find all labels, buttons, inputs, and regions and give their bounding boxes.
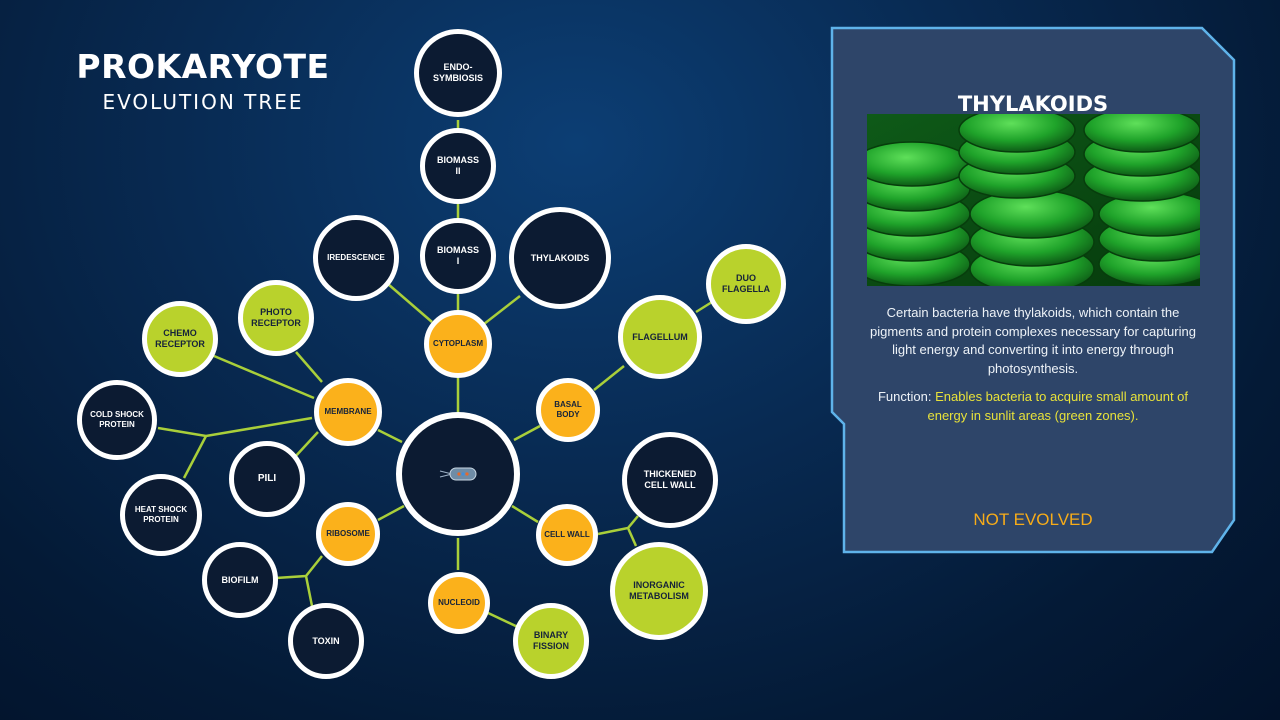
node-label: BIOFILM <box>221 574 259 585</box>
evolution-status: NOT EVOLVED <box>973 510 1093 529</box>
node-label: TOXIN <box>312 635 340 646</box>
node-label: THICKENED CELL WALL <box>643 469 697 490</box>
node-endosymbiosis[interactable]: ENDO- SYMBIOSIS <box>414 29 502 117</box>
node-binary-fission[interactable]: BINARY FISSION <box>513 603 589 679</box>
thylakoid-stack-illustration <box>867 114 1200 286</box>
node-label: BIOMASS I <box>436 245 479 266</box>
function-label: Function: <box>877 389 932 404</box>
node-label: RIBOSOME <box>326 529 370 539</box>
title-sub: EVOLUTION TREE <box>102 90 304 114</box>
node-thylakoids[interactable]: THYLAKOIDS <box>509 207 611 309</box>
panel-function: Function: Enables bacteria to acquire sm… <box>870 388 1196 425</box>
node-basal-body[interactable]: BASAL BODY <box>536 378 600 442</box>
node-iredescence[interactable]: IREDESCENCE <box>313 215 399 301</box>
node-thickened-cell-wall[interactable]: THICKENED CELL WALL <box>622 432 718 528</box>
screen-title: PROKARYOTE EVOLUTION TREE <box>76 47 330 115</box>
node-cell-wall[interactable]: CELL WALL <box>536 504 598 566</box>
panel-description: Certain bacteria have thylakoids, which … <box>870 305 1196 376</box>
connector-lines <box>157 120 713 630</box>
node-duo-flagella[interactable]: DUO FLAGELLA <box>706 244 786 324</box>
node-label: COLD SHOCK PROTEIN <box>90 410 144 429</box>
node-membrane[interactable]: MEMBRANE <box>314 378 382 446</box>
node-pili[interactable]: PILI <box>229 441 305 517</box>
node-label: DUO FLAGELLA <box>722 273 770 294</box>
node-prokaryote-cell[interactable] <box>396 412 520 536</box>
node-inorganic-metabolism[interactable]: INORGANIC METABOLISM <box>610 542 708 640</box>
bacterium-icon <box>439 467 477 481</box>
node-label: FLAGELLUM <box>632 331 688 342</box>
function-text: Enables bacteria to acquire small amount… <box>927 389 1189 423</box>
node-cold-shock-protein[interactable]: COLD SHOCK PROTEIN <box>77 380 157 460</box>
info-panel: THYLAKOIDS <box>830 26 1236 554</box>
node-label: BINARY FISSION <box>532 630 569 651</box>
node-label: INORGANIC METABOLISM <box>629 580 689 601</box>
node-label: IREDESCENCE <box>327 253 385 263</box>
node-label: CELL WALL <box>544 530 590 540</box>
node-label: BASAL BODY <box>554 400 582 419</box>
node-label: HEAT SHOCK PROTEIN <box>134 505 188 524</box>
node-label: NUCLEOID <box>438 598 480 608</box>
node-biomass-ii[interactable]: BIOMASS II <box>420 128 496 204</box>
node-toxin[interactable]: TOXIN <box>288 603 364 679</box>
node-heat-shock-protein[interactable]: HEAT SHOCK PROTEIN <box>120 474 202 556</box>
node-flagellum[interactable]: FLAGELLUM <box>618 295 702 379</box>
panel-title: THYLAKOIDS <box>957 92 1109 116</box>
node-ribosome[interactable]: RIBOSOME <box>316 502 380 566</box>
node-label: PHOTO RECEPTOR <box>251 307 301 328</box>
node-label: MEMBRANE <box>324 407 372 417</box>
node-cytoplasm[interactable]: CYTOPLASM <box>424 310 492 378</box>
node-label: THYLAKOIDS <box>530 252 590 263</box>
node-label: CYTOPLASM <box>432 339 484 349</box>
node-chemoreceptor[interactable]: CHEMO RECEPTOR <box>142 301 218 377</box>
node-label: BIOMASS II <box>436 155 479 176</box>
node-label: PILI <box>257 473 277 484</box>
node-photoreceptor[interactable]: PHOTO RECEPTOR <box>238 280 314 356</box>
node-biofilm[interactable]: BIOFILM <box>202 542 278 618</box>
node-label: ENDO- SYMBIOSIS <box>432 62 483 83</box>
thylakoids-image <box>867 114 1200 286</box>
node-label: CHEMO RECEPTOR <box>155 328 205 349</box>
node-biomass-i[interactable]: BIOMASS I <box>420 218 496 294</box>
node-nucleoid[interactable]: NUCLEOID <box>428 572 490 634</box>
title-main: PROKARYOTE <box>76 47 330 86</box>
